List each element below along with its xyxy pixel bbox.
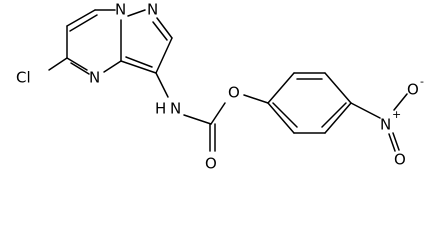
atom-n-pyrazole: N [147, 1, 158, 19]
bonds [48, 9, 408, 152]
bond [66, 9, 96, 27]
bond [272, 102, 298, 128]
bond [388, 133, 396, 152]
bond [183, 114, 212, 125]
bond [350, 102, 381, 119]
bond [324, 102, 352, 134]
bond [120, 60, 157, 74]
atom-n-nitro: N [380, 116, 391, 134]
atom-cl: Cl [16, 69, 31, 87]
atom-n-ring-top: N [115, 1, 126, 19]
atom-nh-h: H [155, 100, 166, 118]
atom-o-nitro-top-charge: - [420, 75, 424, 88]
atom-o-nitro-bottom: O [394, 151, 406, 169]
bond [69, 14, 98, 32]
bond [243, 94, 269, 104]
bond [66, 57, 88, 71]
bond [267, 72, 295, 104]
bond [103, 60, 122, 73]
atom-o-ester: O [228, 84, 240, 102]
atom-o-nitro-top: O [407, 81, 419, 99]
bond [125, 56, 153, 68]
bond [152, 21, 168, 41]
bond [324, 72, 352, 104]
atom-n-nitro-charge: + [392, 108, 401, 121]
bond [155, 72, 169, 98]
atom-o-carbonyl: O [205, 155, 217, 173]
bond [210, 102, 226, 125]
bond [393, 93, 408, 111]
bond [392, 132, 400, 151]
bond [127, 9, 146, 17]
atom-n-ring-mid: N [89, 69, 100, 87]
bond [321, 102, 347, 128]
atom-labels: Cl N N N N H O O N + O - O [16, 1, 424, 173]
chemical-structure: Cl N N N N H O O N + O - O [16, 1, 424, 173]
bond [155, 37, 173, 74]
bond [267, 102, 295, 134]
bond [48, 57, 68, 71]
atom-nh-n: N [170, 100, 181, 118]
bond [156, 17, 173, 39]
bond [70, 62, 90, 75]
